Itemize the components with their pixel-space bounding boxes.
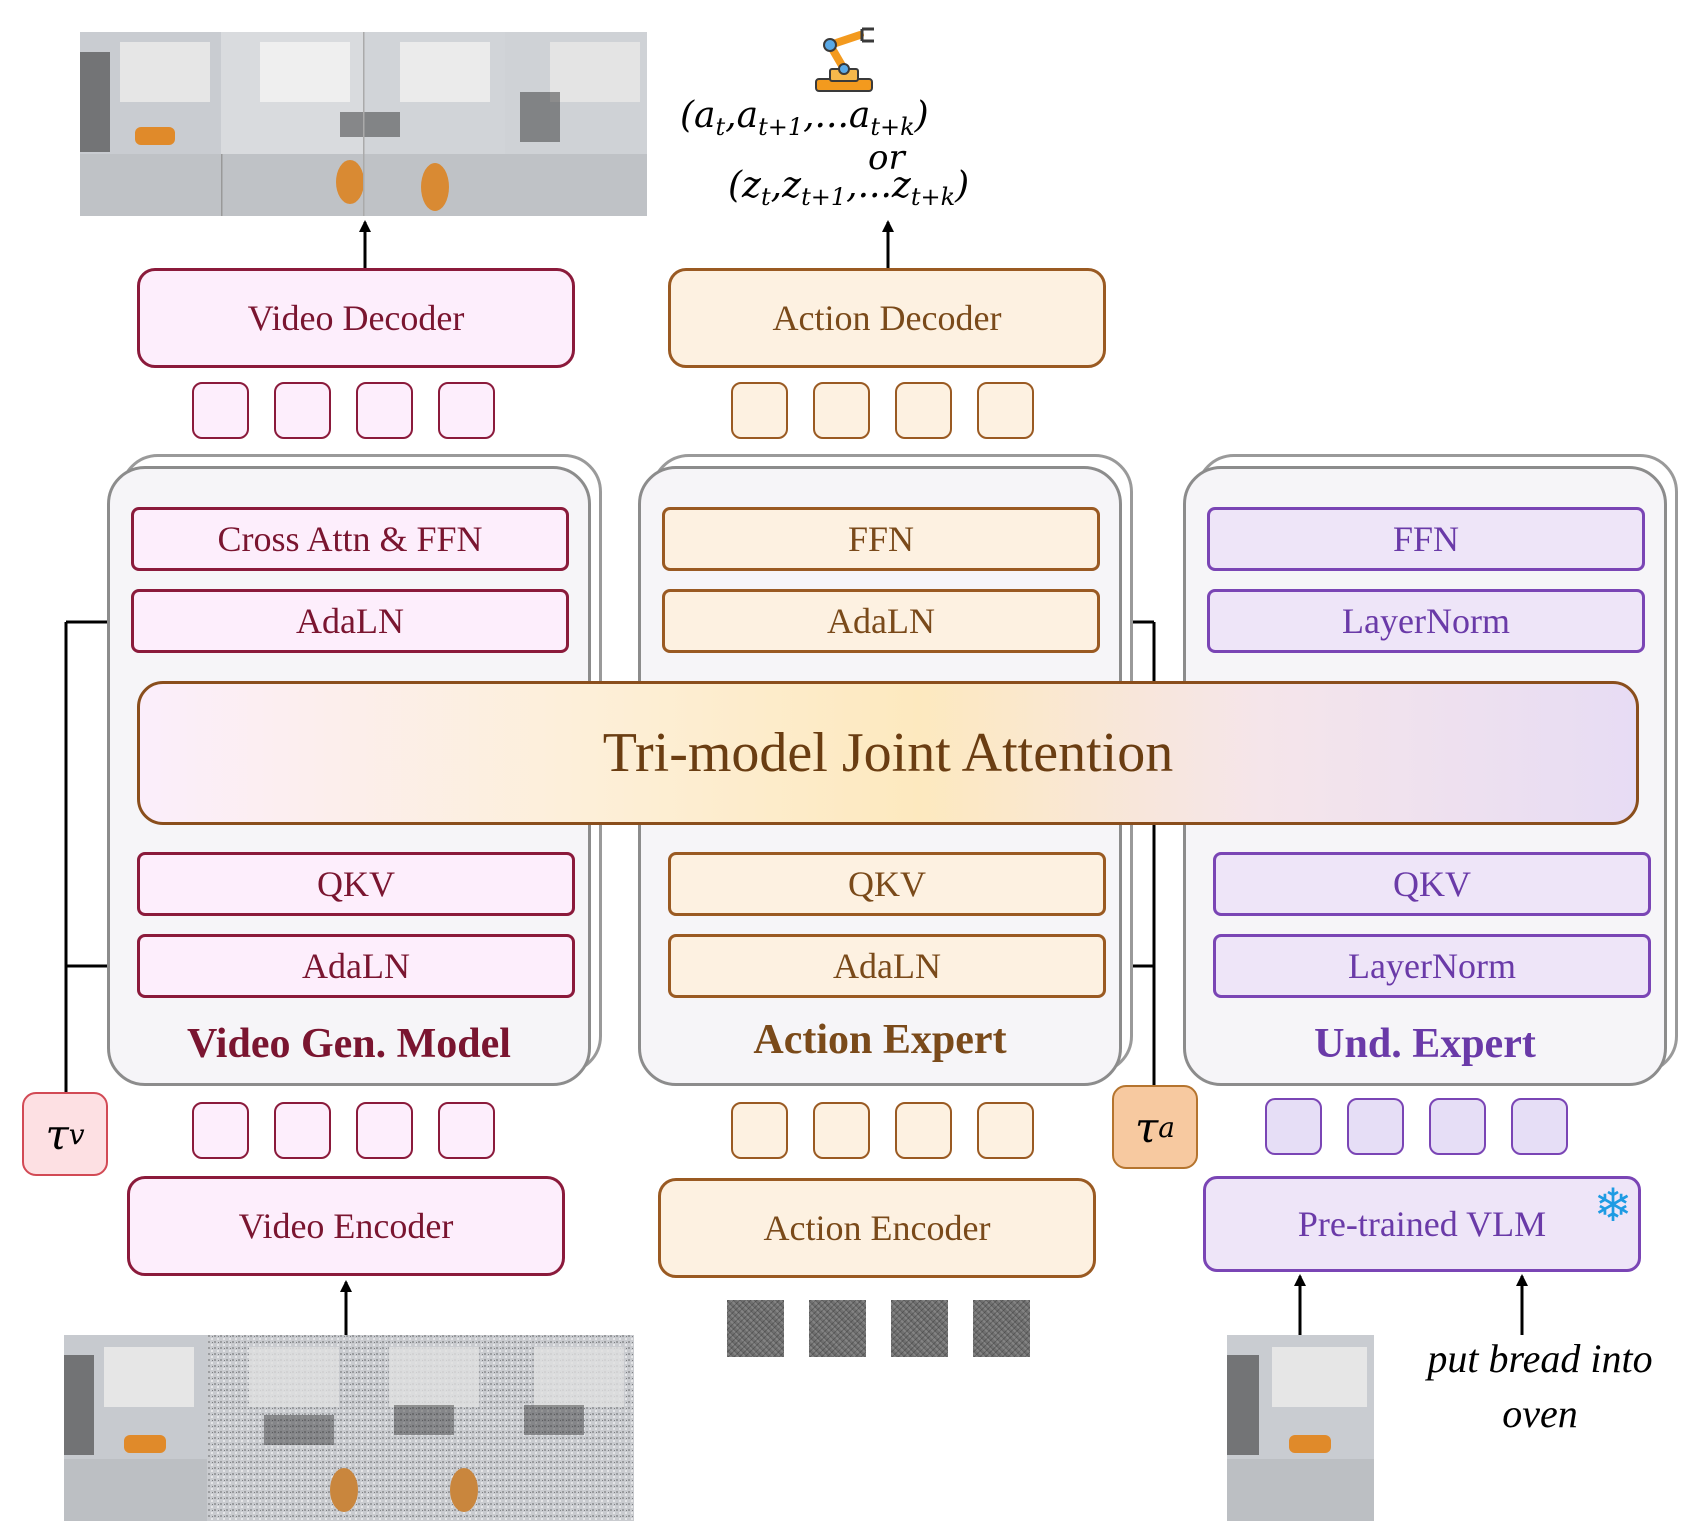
und-ffn: FFN — [1207, 507, 1645, 571]
output-line2-d: ) — [955, 165, 970, 206]
action-qkv: QKV — [668, 852, 1106, 916]
output-line1-sub3: t+k — [870, 113, 915, 142]
video-qkv: QKV — [137, 852, 575, 916]
video-token — [356, 382, 413, 439]
noise-token — [891, 1300, 948, 1357]
und-token — [1347, 1098, 1404, 1155]
action-token — [731, 1102, 788, 1159]
video-encoder: Video Encoder — [127, 1176, 565, 1276]
output-line1-c: ,...a — [803, 95, 871, 136]
robot-arm-icon — [808, 25, 884, 95]
video-decoder: Video Decoder — [137, 268, 575, 368]
video-token — [438, 1102, 495, 1159]
action-token — [731, 382, 788, 439]
output-frames-image — [80, 32, 647, 216]
output-line2-c: ,...z — [846, 165, 911, 206]
tau-a-sub: a — [1158, 1110, 1175, 1144]
action-adaln-bottom: AdaLN — [668, 934, 1106, 998]
input-frames-image — [64, 1335, 634, 1521]
output-line2-sub1: t — [761, 183, 771, 212]
output-line1-b: ,a — [725, 95, 759, 136]
tau-v-symbol: τ — [45, 1109, 69, 1159]
instruction-line2: oven — [1502, 1391, 1578, 1436]
input-noisy-video-frames — [64, 1335, 634, 1521]
und-layernorm-bottom: LayerNorm — [1213, 934, 1651, 998]
action-ffn: FFN — [662, 507, 1100, 571]
video-token — [438, 382, 495, 439]
action-token — [895, 1102, 952, 1159]
video-cross-attn-ffn: Cross Attn & FFN — [131, 507, 569, 571]
output-line2-a: (z — [728, 165, 762, 206]
video-token — [274, 1102, 331, 1159]
output-line1-sub1: t — [715, 113, 726, 142]
und-token — [1265, 1098, 1322, 1155]
output-line1-a: (a — [680, 95, 716, 136]
instruction-line1: put bread into — [1427, 1336, 1653, 1381]
video-token — [274, 382, 331, 439]
noise-token — [973, 1300, 1030, 1357]
action-token — [977, 382, 1034, 439]
video-adaln-top: AdaLN — [131, 589, 569, 653]
tau-a-symbol: τ — [1135, 1102, 1159, 1152]
action-adaln-top: AdaLN — [662, 589, 1100, 653]
output-latent-sequence: (zt,zt+1,...zt+k) — [728, 165, 1058, 212]
tau-v-sub: v — [68, 1117, 85, 1151]
und-expert-title: Und. Expert — [1314, 1021, 1536, 1067]
action-token — [813, 382, 870, 439]
video-adaln-bottom: AdaLN — [137, 934, 575, 998]
video-token — [192, 382, 249, 439]
action-token — [895, 382, 952, 439]
action-token — [813, 1102, 870, 1159]
output-line1-d: ) — [914, 95, 929, 136]
action-encoder: Action Encoder — [658, 1178, 1096, 1278]
noise-token — [809, 1300, 866, 1357]
video-token — [356, 1102, 413, 1159]
action-expert-title: Action Expert — [753, 1017, 1007, 1063]
output-video-frames — [80, 32, 647, 216]
und-token — [1429, 1098, 1486, 1155]
und-token — [1511, 1098, 1568, 1155]
und-qkv: QKV — [1213, 852, 1651, 916]
output-action-sequence: (at,at+1,...at+k) — [680, 95, 1010, 142]
action-decoder: Action Decoder — [668, 268, 1106, 368]
action-token — [977, 1102, 1034, 1159]
output-line2-sub2: t+1 — [801, 183, 847, 212]
noise-token — [727, 1300, 784, 1357]
video-gen-model-title: Video Gen. Model — [187, 1021, 511, 1067]
output-line1-sub2: t+1 — [758, 113, 804, 142]
pretrained-vlm: Pre-trained VLM — [1203, 1176, 1641, 1272]
output-line2-b: ,z — [770, 165, 802, 206]
video-token — [192, 1102, 249, 1159]
und-layernorm-top: LayerNorm — [1207, 589, 1645, 653]
output-or: or — [868, 138, 905, 178]
output-line2-sub3: t+k — [910, 183, 956, 212]
input-observation-image — [1227, 1335, 1374, 1521]
snowflake-icon: ❄ — [1593, 1178, 1633, 1232]
observation-image — [1227, 1335, 1374, 1521]
tri-model-joint-attention: Tri-model Joint Attention — [137, 681, 1639, 825]
